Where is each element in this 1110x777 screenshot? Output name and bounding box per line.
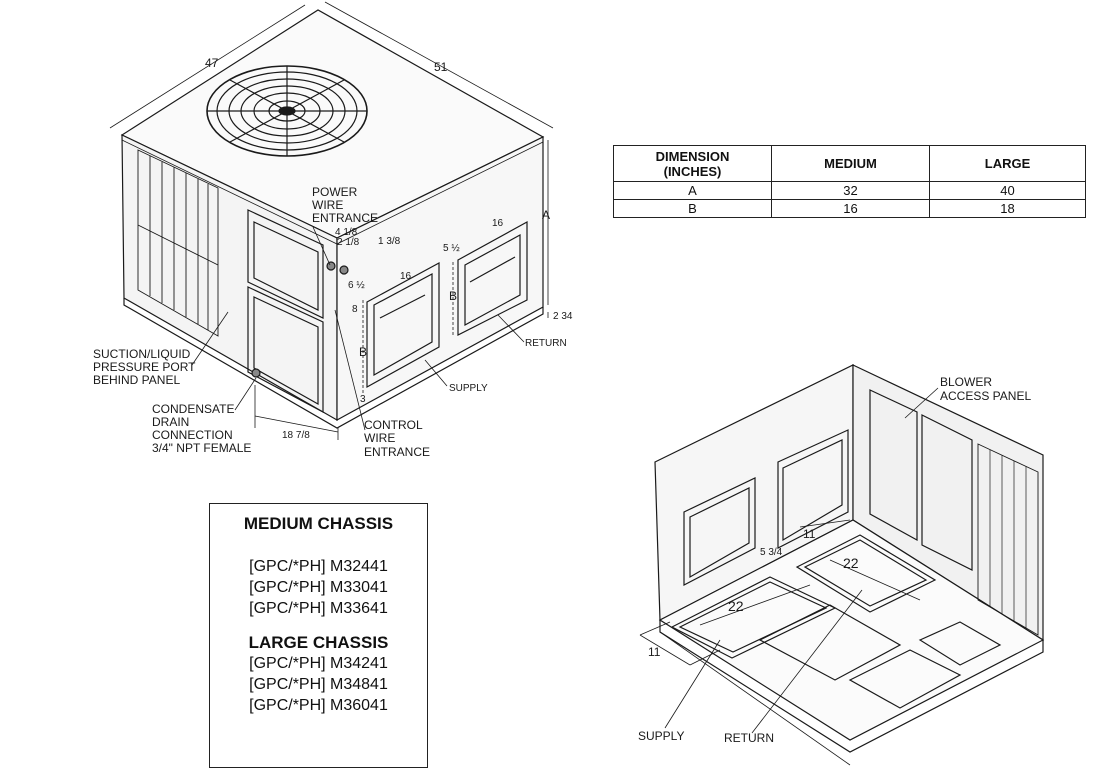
condenser-louvres xyxy=(137,149,219,337)
dim-8: 8 xyxy=(352,304,358,315)
dim-length: 51 xyxy=(434,60,448,74)
model-item: [GPC/*PH] M32441 xyxy=(249,558,388,575)
dim-b-supply: B xyxy=(359,345,367,359)
dim-16-supply: 16 xyxy=(400,271,412,282)
dim-22-return: 22 xyxy=(843,555,859,571)
access-panels xyxy=(247,209,324,413)
table-row: A 32 40 xyxy=(613,181,1086,200)
model-item: [GPC/*PH] M33641 xyxy=(249,600,388,617)
dim-2-1-8: 2 1/8 xyxy=(337,237,360,248)
return-duct-opening xyxy=(795,534,937,613)
dim-11-front: 11 xyxy=(648,645,661,659)
control-wire-label: CONTROL WIRE ENTRANCE xyxy=(364,418,430,459)
return-opening xyxy=(457,220,528,336)
dim-5-3-4: 5 3/4 xyxy=(760,547,783,558)
condensate-drain-label: CONDENSATE DRAIN CONNECTION 3/4" NPT FEM… xyxy=(152,402,251,455)
supply-label-bottom: SUPPLY xyxy=(638,729,684,743)
power-wire-label: POWER WIRE ENTRANCE xyxy=(312,185,378,225)
dim-b-return: B xyxy=(449,289,457,303)
table-cell: 16 xyxy=(771,199,930,218)
table-cell: 40 xyxy=(929,181,1086,200)
dim-a-label: A xyxy=(542,208,550,222)
dim-width: 47 xyxy=(205,56,219,70)
model-item: [GPC/*PH] M36041 xyxy=(249,697,388,714)
return-label-top: RETURN xyxy=(525,338,567,349)
return-label-bottom: RETURN xyxy=(724,731,774,745)
table-cell: 32 xyxy=(771,181,930,200)
table-header-large: LARGE xyxy=(929,145,1086,182)
table-cell: 18 xyxy=(929,199,1086,218)
dim-6-half: 6 ½ xyxy=(348,280,365,291)
dim-4-1-8: 4 1/8 xyxy=(335,227,358,238)
blower-panel-label: BLOWER ACCESS PANEL xyxy=(940,375,1031,403)
dim-2-34: 2 34 xyxy=(553,311,573,322)
dim-5-half: 5 ½ xyxy=(443,243,460,254)
dimension-table: DIMENSION (INCHES) MEDIUM LARGE A 32 40 … xyxy=(613,145,1086,218)
chassis-model-box: MEDIUM CHASSIS [GPC/*PH] M32441 [GPC/*PH… xyxy=(209,503,428,768)
supply-opening xyxy=(366,261,440,389)
table-header-medium: MEDIUM xyxy=(771,145,930,182)
dim-11-back: 11 xyxy=(803,527,816,541)
table-cell: A xyxy=(613,181,772,200)
dim-18-7-8: 18 7/8 xyxy=(282,430,310,441)
fan-guard xyxy=(206,65,368,157)
large-chassis-title: LARGE CHASSIS xyxy=(248,633,389,652)
model-item: [GPC/*PH] M34841 xyxy=(249,676,388,693)
dim-1-3-8: 1 3/8 xyxy=(378,236,401,247)
suction-port-label: SUCTION/LIQUID PRESSURE PORT BEHIND PANE… xyxy=(93,347,199,387)
model-item: [GPC/*PH] M33041 xyxy=(249,579,388,596)
table-header-dimension: DIMENSION (INCHES) xyxy=(613,145,772,182)
table-cell: B xyxy=(613,199,772,218)
dim-22-supply: 22 xyxy=(728,598,744,614)
medium-chassis-title: MEDIUM CHASSIS xyxy=(243,514,394,533)
dim-3: 3 xyxy=(360,394,366,405)
supply-label-top: SUPPLY xyxy=(449,383,488,394)
table-row: B 16 18 xyxy=(613,199,1086,218)
dim-16-return: 16 xyxy=(492,218,504,229)
model-item: [GPC/*PH] M34241 xyxy=(249,655,388,672)
